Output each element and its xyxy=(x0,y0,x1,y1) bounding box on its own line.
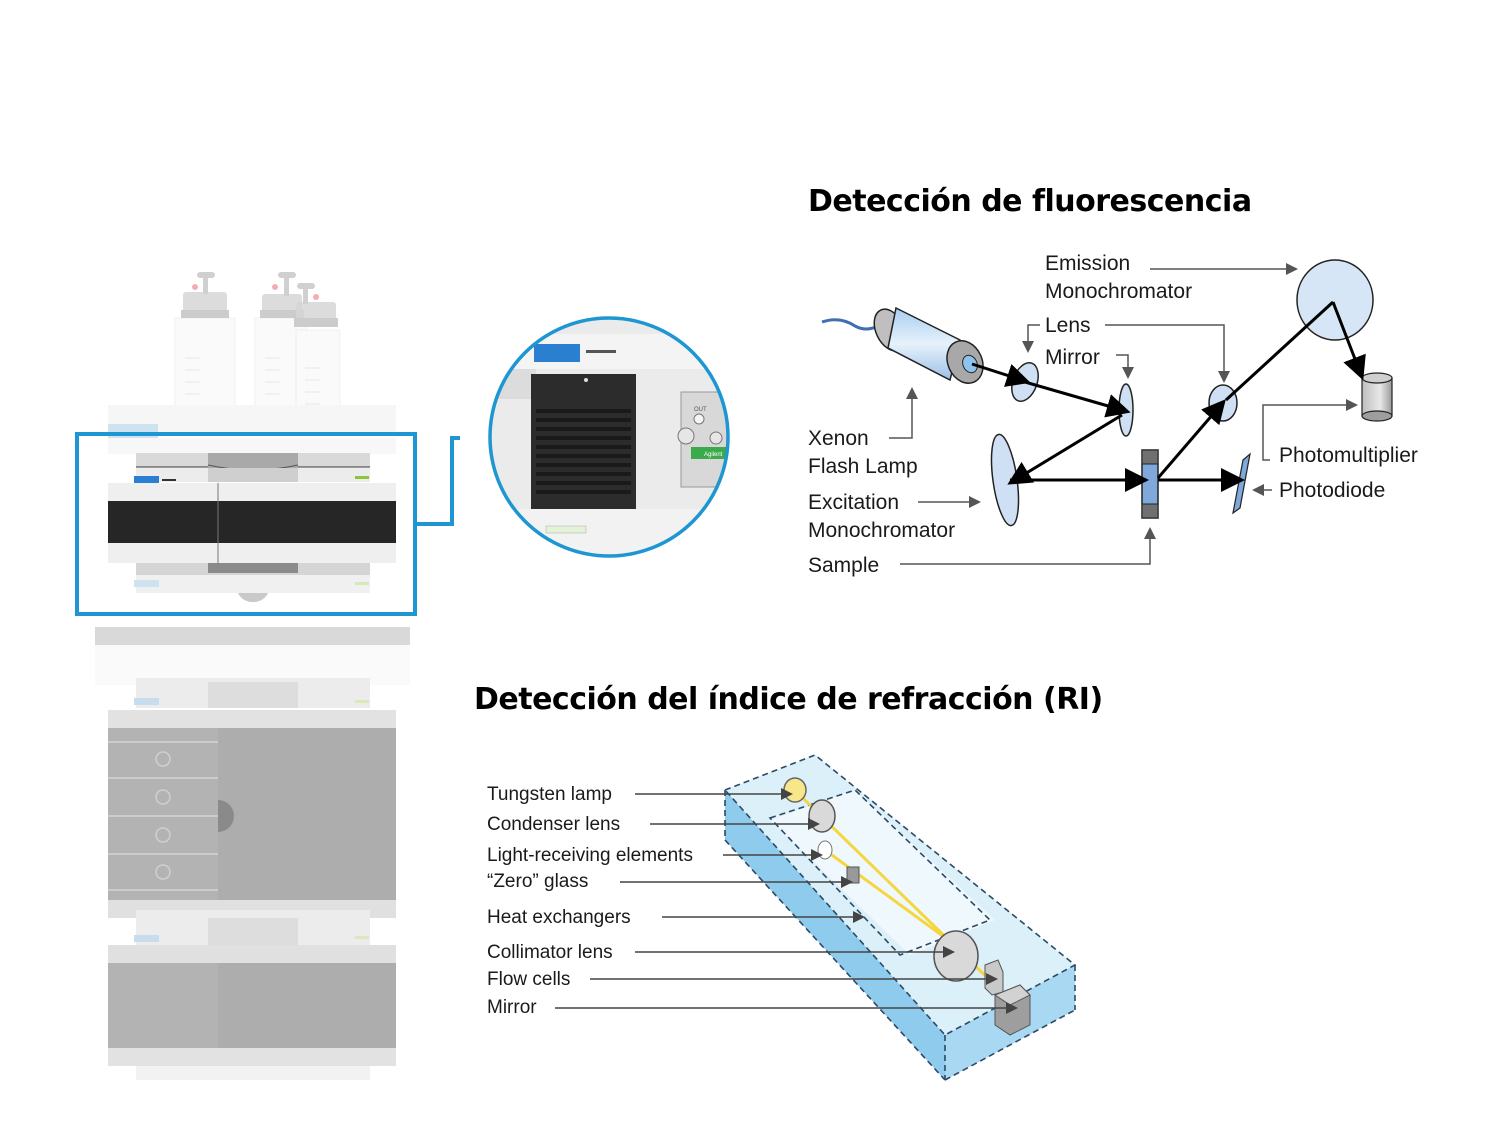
condenser-lens xyxy=(808,799,836,833)
solvent-bottle xyxy=(294,283,341,417)
detector-front-panel xyxy=(108,501,396,543)
zoom-brand-label: Agilent xyxy=(704,452,723,458)
label-flash-lamp: Flash Lamp xyxy=(808,455,918,478)
status-led xyxy=(355,476,369,479)
brand-badge xyxy=(108,424,158,439)
label-sample: Sample xyxy=(808,554,880,577)
zero-glass xyxy=(846,866,860,884)
refraction-index-diagram xyxy=(555,754,1077,1081)
label-heat-exchangers: Heat exchangers xyxy=(487,907,631,928)
label-collimator-lens: Collimator lens xyxy=(487,942,613,963)
photomultiplier-tube xyxy=(1361,372,1393,422)
label-excitation: Excitation xyxy=(808,491,900,514)
solvent-bottle xyxy=(174,272,236,411)
label-mirror: Mirror xyxy=(1045,346,1100,369)
light-path xyxy=(971,300,1366,492)
label-photomultiplier: Photomultiplier xyxy=(1279,444,1418,467)
brand-logo xyxy=(134,476,159,484)
light-receiving-elements xyxy=(817,840,833,860)
collimator-lens xyxy=(933,930,979,982)
flow-cells xyxy=(984,959,1004,996)
label-emission: Emission xyxy=(1045,252,1131,275)
fluorescence-optics-diagram xyxy=(821,259,1393,565)
label-mirror: Mirror xyxy=(487,997,537,1018)
ri-mirror xyxy=(993,984,1031,1036)
tungsten-lamp xyxy=(783,777,807,803)
label-excitation-monochromator: Monochromator xyxy=(808,519,956,542)
label-xenon: Xenon xyxy=(808,427,869,450)
lens-leader-left xyxy=(1022,324,1040,353)
pump-module xyxy=(95,627,410,708)
label-photodiode: Photodiode xyxy=(1279,479,1386,502)
label-zero-glass: “Zero” glass xyxy=(487,871,589,892)
zoom-brand-badge xyxy=(534,344,580,362)
autosampler-module xyxy=(108,710,396,918)
lens-leader-right xyxy=(1105,324,1230,383)
label-tungsten-lamp: Tungsten lamp xyxy=(487,784,612,805)
label-emission-monochromator: Monochromator xyxy=(1045,280,1193,303)
xenon-flash-lamp xyxy=(821,306,984,384)
detector-module xyxy=(108,438,396,603)
label-light-receiving-elements: Light-receiving elements xyxy=(487,845,693,866)
label-flow-cells: Flow cells xyxy=(487,969,571,990)
refraction-title: Detección del índice de refracción (RI) xyxy=(474,682,1103,717)
sample-leader xyxy=(900,527,1156,565)
photodiode xyxy=(1232,452,1251,515)
zoom-out-label: OUT xyxy=(694,407,707,413)
mirror-leader xyxy=(1116,354,1134,379)
zoom-vent-grille xyxy=(531,374,636,509)
label-condenser-lens: Condenser lens xyxy=(487,814,621,835)
xenon-leader xyxy=(889,387,918,439)
fluorescence-title: Detección de fluorescencia xyxy=(808,184,1252,219)
photomultiplier-leader xyxy=(1262,399,1358,461)
callout-connector xyxy=(415,436,460,526)
sample-cuvette xyxy=(1141,449,1159,519)
detector-zoom-callout: OUT Agilent xyxy=(488,316,730,558)
emission-monochromator xyxy=(1296,259,1374,341)
hplc-instrument-illustration xyxy=(75,272,460,1080)
label-lens: Lens xyxy=(1045,314,1091,337)
column-compartment-module xyxy=(108,910,396,1080)
